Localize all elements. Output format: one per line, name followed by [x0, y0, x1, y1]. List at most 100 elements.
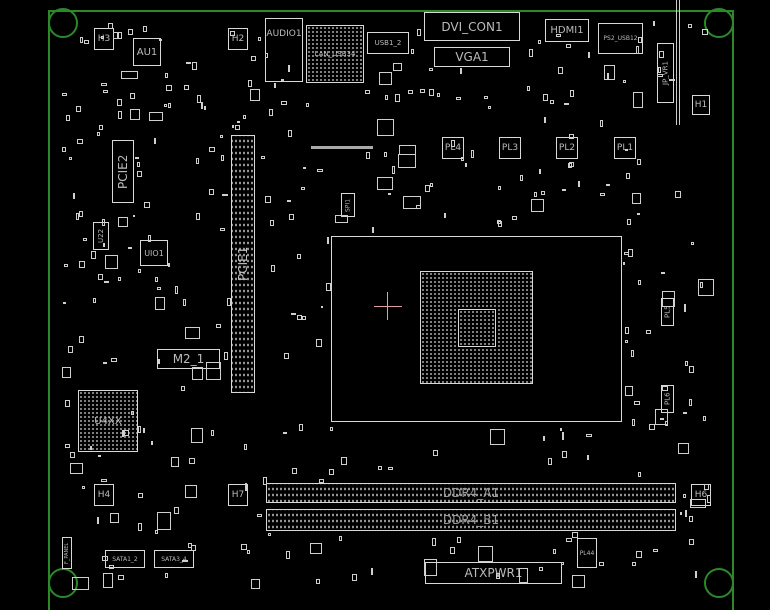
smd-pad — [81, 486, 85, 490]
regulator-pl2[interactable]: PL2 — [556, 137, 578, 159]
smd-pad — [636, 46, 639, 55]
smd-pad — [220, 228, 225, 232]
smd-pad — [628, 249, 634, 257]
smd-pad — [424, 558, 438, 576]
mount-h2[interactable]: H2 — [228, 28, 248, 50]
smd-pad — [118, 574, 124, 581]
chip-u22[interactable]: U22 — [93, 222, 109, 250]
mount-h4[interactable]: H4 — [94, 484, 114, 506]
smd-pad — [220, 135, 224, 138]
chip-uio1[interactable]: UIO1 — [140, 240, 168, 266]
regulator-pl4[interactable]: PL4 — [442, 137, 464, 159]
smd-pad — [498, 221, 502, 228]
smd-pad — [90, 250, 96, 259]
connector-vga[interactable]: VGA1 — [434, 47, 510, 67]
connector-sata34[interactable]: SATA3_4 — [154, 550, 194, 568]
mount-h6[interactable]: H6 — [691, 484, 711, 506]
slot-pcie2[interactable]: PCIE2 — [112, 140, 134, 203]
smd-pad — [459, 67, 463, 74]
chip-spi[interactable]: SPI1 — [341, 193, 355, 217]
smd-pad — [153, 137, 157, 144]
mount-h3[interactable]: H3 — [94, 28, 114, 50]
smd-pad — [464, 162, 468, 168]
smd-pad — [632, 92, 643, 109]
smd-pad — [62, 147, 66, 152]
smd-pad — [118, 217, 128, 227]
smd-pad — [636, 158, 642, 166]
smd-pad — [222, 194, 229, 197]
smd-pad — [586, 455, 590, 460]
cpu-socket[interactable] — [331, 236, 622, 422]
smd-pad — [377, 176, 393, 190]
smd-pad — [130, 108, 140, 120]
slot-pcie1[interactable]: PCIE1 — [231, 135, 255, 393]
smd-pad — [144, 202, 150, 208]
smd-pad — [70, 452, 76, 458]
connector-audio1[interactable]: AUDIO1 — [265, 18, 303, 82]
smd-pad — [68, 157, 73, 160]
smd-pad — [318, 478, 325, 483]
smd-pad — [700, 282, 704, 289]
smd-pad — [542, 93, 549, 101]
mount-h7[interactable]: H7 — [228, 484, 248, 506]
chip-pch[interactable]: U4XX — [78, 390, 138, 452]
smd-pad — [684, 509, 687, 517]
smd-pad — [250, 56, 256, 61]
smd-pad — [257, 514, 263, 517]
smd-pad — [235, 125, 241, 130]
smd-pad — [489, 429, 506, 445]
cpu-die — [458, 309, 496, 347]
chip-au1[interactable]: AU1 — [133, 38, 161, 66]
regulator-pl44[interactable]: PL44 — [577, 538, 597, 568]
smd-pad — [142, 26, 148, 33]
smd-pad — [196, 95, 202, 103]
smd-pad — [82, 237, 88, 242]
smd-pad — [352, 574, 358, 582]
smd-pad — [284, 352, 290, 360]
slot-m2[interactable]: M2_1 — [157, 349, 220, 369]
smd-pad — [216, 324, 221, 328]
connector-lan-usb[interactable]: LAN_USB34 — [306, 25, 364, 83]
smd-pad — [626, 218, 632, 226]
trace-bar — [311, 146, 373, 149]
mount-h1[interactable]: H1 — [692, 95, 710, 115]
smd-pad — [561, 451, 567, 459]
smd-pad — [164, 73, 169, 79]
smd-pad — [578, 181, 581, 188]
dimm-slot-b1[interactable]: DDR4_B1 — [266, 509, 676, 531]
smd-pad — [296, 314, 303, 321]
smd-pad — [428, 89, 434, 96]
smd-pad — [99, 124, 104, 130]
connector-ps2[interactable]: PS2_USB12 — [598, 23, 643, 54]
smd-pad — [417, 29, 421, 36]
smd-pad — [397, 153, 416, 168]
connector-usb[interactable]: USB1_2 — [367, 32, 409, 54]
smd-pad — [457, 536, 462, 543]
regulator-pl1[interactable]: PL1 — [614, 137, 636, 159]
smd-pad — [631, 562, 636, 566]
smd-pad — [242, 115, 247, 119]
board-outline — [48, 10, 734, 610]
smd-pad — [518, 568, 528, 583]
connector-sata12[interactable]: SATA1_2 — [105, 550, 145, 568]
smd-pad — [75, 106, 81, 113]
regulator-pl3[interactable]: PL3 — [499, 137, 521, 159]
smd-pad — [695, 570, 698, 578]
smd-pad — [186, 61, 191, 65]
connector-dvi[interactable]: DVI_CON1 — [424, 12, 520, 41]
smd-pad — [131, 410, 134, 415]
smd-pad — [61, 93, 67, 96]
smd-pad — [286, 551, 291, 559]
connector-atxpwr1[interactable]: ATXPWR1 — [425, 562, 562, 584]
smd-pad — [645, 330, 651, 335]
smd-pad — [420, 89, 425, 94]
smd-pad — [67, 346, 74, 354]
smd-pad — [661, 291, 675, 307]
header-fpanel[interactable]: F_PANEL — [62, 537, 72, 569]
smd-pad — [379, 72, 393, 85]
smd-pad — [103, 361, 107, 364]
dimm-slot-a1[interactable]: DDR4_A1 — [266, 483, 676, 503]
connector-hdmi[interactable]: HDMI1 — [545, 19, 589, 42]
smd-pad — [638, 36, 642, 43]
smd-pad — [282, 431, 287, 435]
